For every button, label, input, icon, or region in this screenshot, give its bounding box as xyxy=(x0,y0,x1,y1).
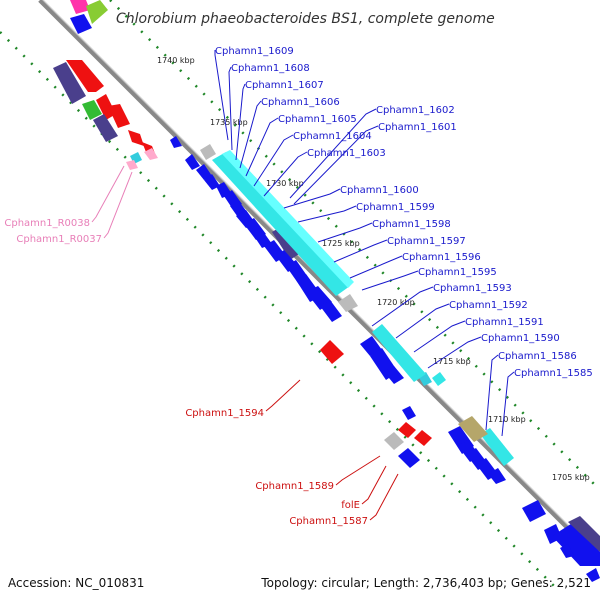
gene-label[interactable]: Cphamn1_1587 xyxy=(289,516,368,527)
gene-label[interactable]: Cphamn1_1604 xyxy=(293,131,372,142)
gene-features-forward xyxy=(185,154,600,582)
gene-label[interactable]: Cphamn1_1596 xyxy=(402,252,481,263)
gene-feature xyxy=(568,516,600,552)
gene-features-top xyxy=(53,0,216,170)
gene-feature xyxy=(458,416,488,442)
gene-feature xyxy=(398,422,416,438)
gene-label[interactable]: folE xyxy=(341,500,360,511)
blue-gene-labels: Cphamn1_1609 Cphamn1_1608 Cphamn1_1607 C… xyxy=(215,46,593,379)
gene-label[interactable]: Cphamn1_1601 xyxy=(378,122,457,133)
gene-feature xyxy=(185,154,200,170)
gene-feature xyxy=(360,336,382,356)
gene-feature xyxy=(384,432,404,450)
gene-label[interactable]: Cphamn1_1600 xyxy=(340,185,419,196)
gene-label[interactable]: Cphamn1_1585 xyxy=(514,368,593,379)
gene-feature xyxy=(144,148,158,160)
gene-label[interactable]: Cphamn1_1608 xyxy=(231,63,310,74)
gene-label[interactable]: Cphamn1_1602 xyxy=(376,105,455,116)
genome-backbone xyxy=(38,0,600,564)
gene-feature xyxy=(384,366,404,384)
gene-feature xyxy=(70,0,90,14)
gene-feature xyxy=(196,164,212,180)
gene-feature xyxy=(70,14,92,34)
accession-text: Accession: NC_010831 xyxy=(8,576,144,590)
gene-label[interactable]: Cphamn1_1593 xyxy=(433,283,512,294)
kbp-label-1735: 1735 kbp xyxy=(210,118,248,127)
gene-label[interactable]: Cphamn1_1589 xyxy=(255,481,334,492)
gene-feature xyxy=(522,500,546,522)
gene-feature xyxy=(398,448,420,468)
rna-gene-labels: Cphamn1_R0038 Cphamn1_R0037 xyxy=(4,218,102,245)
kbp-label-1720: 1720 kbp xyxy=(377,298,415,307)
gene-feature xyxy=(126,160,138,170)
kbp-label-1705: 1705 kbp xyxy=(552,473,590,482)
gene-feature xyxy=(66,60,104,92)
gene-label[interactable]: Cphamn1_1605 xyxy=(278,114,357,125)
gene-feature xyxy=(53,62,86,104)
gene-feature xyxy=(432,372,446,386)
genome-title: Chlorobium phaeobacteroides BS1, complet… xyxy=(116,11,495,27)
gene-label[interactable]: Cphamn1_1595 xyxy=(418,267,497,278)
genome-backbone-highlight xyxy=(42,0,600,558)
kbp-label-1725: 1725 kbp xyxy=(322,239,360,248)
gene-label[interactable]: Cphamn1_1597 xyxy=(387,236,466,247)
gene-feature xyxy=(480,428,514,466)
gene-feature xyxy=(86,0,108,24)
blue-label-leaders xyxy=(214,50,515,437)
gene-feature xyxy=(552,522,600,566)
gene-label[interactable]: Cphamn1_R0038 xyxy=(4,218,90,229)
kbp-label-1730: 1730 kbp xyxy=(266,179,304,188)
gene-label[interactable]: Cphamn1_1590 xyxy=(481,333,560,344)
gene-feature xyxy=(272,226,302,260)
gene-label[interactable]: Cphamn1_1594 xyxy=(185,408,264,419)
gene-label[interactable]: Cphamn1_1591 xyxy=(465,317,544,328)
red-label-leaders xyxy=(265,379,399,521)
gene-label[interactable]: Cphamn1_R0037 xyxy=(16,234,102,245)
gene-feature xyxy=(200,144,216,160)
gene-label[interactable]: Cphamn1_1598 xyxy=(372,219,451,230)
gene-label[interactable]: Cphamn1_1606 xyxy=(261,97,340,108)
gene-feature xyxy=(338,294,358,312)
gene-label[interactable]: Cphamn1_1599 xyxy=(356,202,435,213)
kbp-label-1715: 1715 kbp xyxy=(433,357,471,366)
red-gene-labels: Cphamn1_1594 Cphamn1_1589 folE Cphamn1_1… xyxy=(185,408,368,527)
gene-feature xyxy=(402,406,416,420)
gene-features-reverse xyxy=(320,340,432,468)
gene-feature xyxy=(93,114,118,142)
gene-feature xyxy=(586,568,600,582)
gene-feature xyxy=(254,230,272,248)
gene-feature xyxy=(414,430,432,446)
kbp-label-1710: 1710 kbp xyxy=(488,415,526,424)
gene-label[interactable]: Cphamn1_1603 xyxy=(307,148,386,159)
gene-feature xyxy=(108,104,130,128)
gene-label[interactable]: Cphamn1_1586 xyxy=(498,351,577,362)
gene-feature xyxy=(128,130,144,146)
topology-text: Topology: circular; Length: 2,736,403 bp… xyxy=(260,576,591,590)
gene-label[interactable]: Cphamn1_1607 xyxy=(245,80,324,91)
gene-feature xyxy=(212,152,350,296)
kbp-label-1740: 1740 kbp xyxy=(157,56,195,65)
gene-feature xyxy=(320,300,342,322)
gene-label[interactable]: Cphamn1_1609 xyxy=(215,46,294,57)
gene-feature xyxy=(96,94,116,120)
gene-feature xyxy=(170,136,182,148)
gene-feature xyxy=(320,340,344,364)
gene-feature xyxy=(82,100,102,120)
gene-feature xyxy=(488,468,506,484)
gene-feature xyxy=(372,324,426,382)
gene-feature xyxy=(560,544,574,558)
gene-label[interactable]: Cphamn1_1592 xyxy=(449,300,528,311)
pink-label-leaders xyxy=(91,165,133,239)
